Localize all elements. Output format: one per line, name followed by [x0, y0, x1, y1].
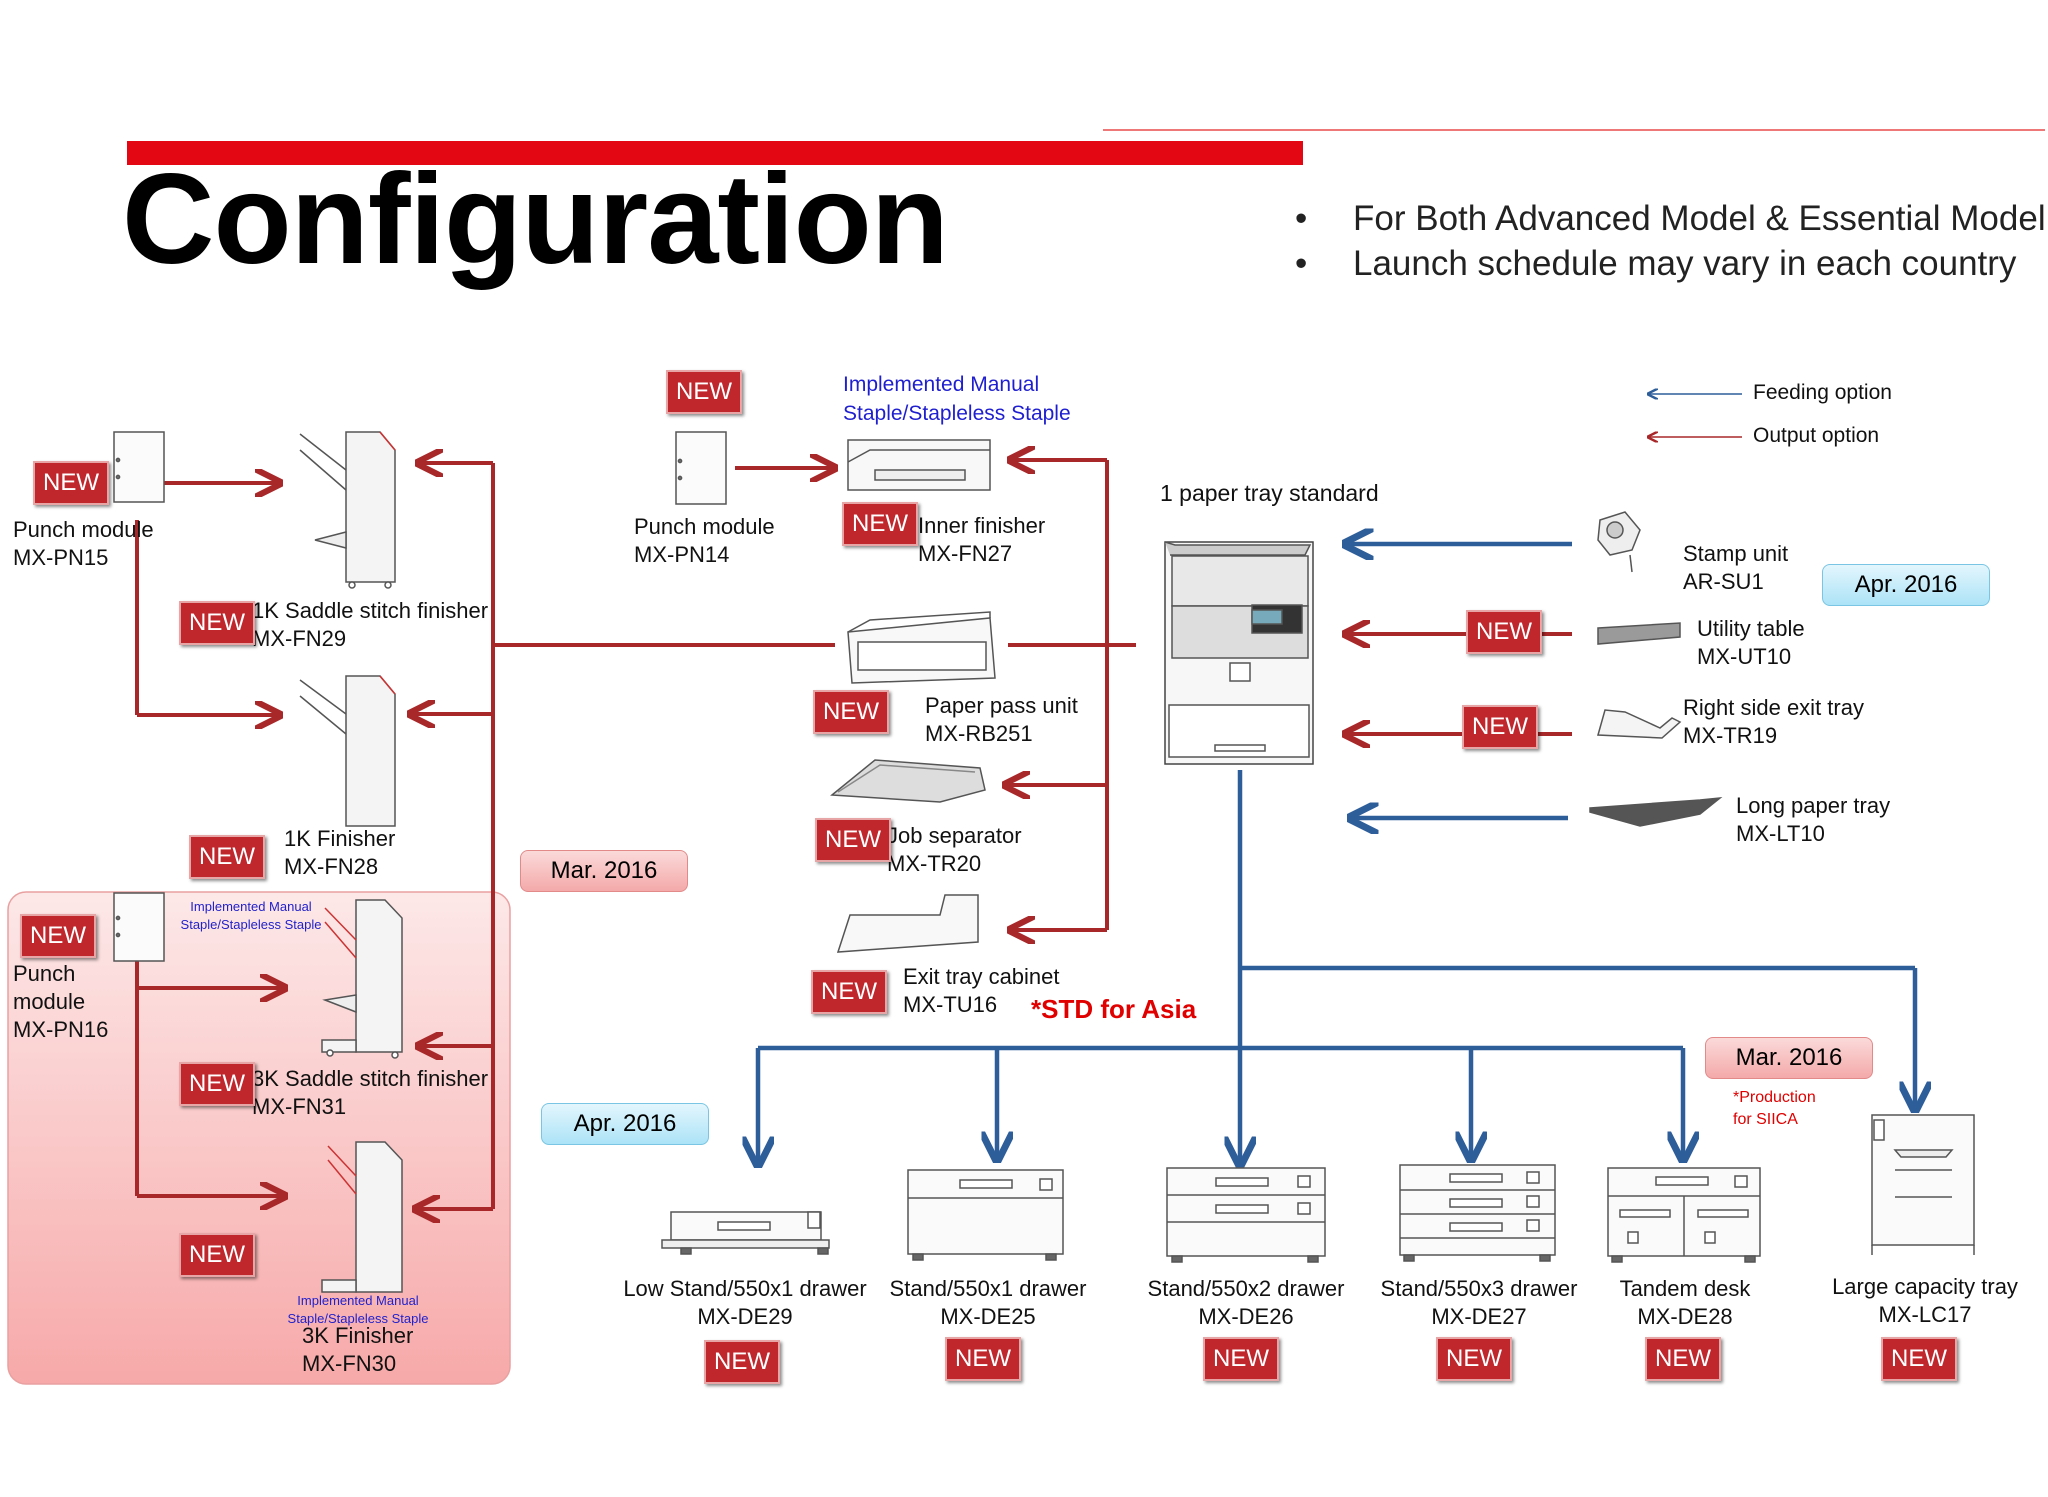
main-mfp-unit-icon — [1164, 541, 1314, 765]
new-badge-fn28: NEW — [189, 835, 265, 879]
finisher-fn30-icon — [321, 1141, 403, 1293]
label-stand-de27: Stand/550x3 drawer MX-DE27 — [1380, 1276, 1578, 1329]
stamp-unit-su1-icon — [1597, 511, 1641, 573]
label-saddle-finisher-fn31: 3K Saddle stitch finisher MX-FN31 — [252, 1066, 489, 1119]
new-badge-de25: NEW — [945, 1337, 1021, 1381]
production-siica-note: *Production for SIICA — [1733, 1089, 1816, 1128]
std-for-asia-note: *STD for Asia — [1031, 994, 1197, 1024]
new-badge-rb251: NEW — [813, 690, 889, 734]
label-stand-de25: Stand/550x1 drawer MX-DE25 — [889, 1276, 1087, 1329]
new-badge-pn16: NEW — [20, 914, 96, 958]
new-badge-fn27: NEW — [842, 502, 918, 546]
legend-output-option: Output option — [1753, 424, 1880, 447]
punch-module-pn14-icon — [675, 431, 727, 505]
exit-tray-cabinet-tu16-icon — [836, 894, 979, 953]
saddle-finisher-fn29-icon — [299, 431, 396, 589]
right-exit-tray-tr19-icon — [1597, 709, 1682, 739]
punch-module-pn16-icon — [113, 892, 165, 962]
callout-mar-2016-lct: Mar. 2016 — [1705, 1037, 1873, 1079]
punch-module-pn15-icon — [113, 431, 165, 503]
stand-de27-icon — [1399, 1164, 1556, 1262]
new-badge-de26: NEW — [1203, 1337, 1279, 1381]
tandem-desk-de28-icon — [1607, 1167, 1761, 1263]
label-inner-finisher-fn27: Inner finisher MX-FN27 — [918, 513, 1046, 566]
bullet-item: •Launch schedule may vary in each countr… — [1295, 244, 2017, 283]
utility-table-ut10-icon — [1597, 622, 1681, 645]
new-badge-ut10: NEW — [1466, 610, 1542, 654]
low-stand-de29-icon — [661, 1211, 830, 1255]
stand-de26-icon — [1166, 1167, 1326, 1263]
title-rule-thin — [1103, 129, 2045, 131]
label-punch-module-pn14: Punch module MX-PN14 — [634, 514, 775, 567]
large-capacity-tray-lc17-icon — [1871, 1114, 1975, 1255]
new-badge-fn31: NEW — [179, 1062, 255, 1106]
callout-apr-2016-utility-table: Apr. 2016 — [1822, 564, 1990, 606]
paper-pass-unit-rb251-icon — [847, 611, 996, 684]
manual-staple-note-fn30: Implemented Manual Staple/Stapleless Sta… — [287, 1293, 429, 1326]
finisher-fn28-icon — [299, 675, 396, 827]
main-unit-label: 1 paper tray standard — [1160, 480, 1379, 506]
long-paper-tray-lt10-icon — [1589, 797, 1723, 827]
new-badge-pn15: NEW — [33, 461, 109, 505]
page-title: Configuration — [122, 148, 949, 291]
new-badge-de29: NEW — [704, 1340, 780, 1384]
label-job-separator-tr20: Job separator MX-TR20 — [887, 823, 1022, 876]
label-finisher-fn30: 3K Finisher MX-FN30 — [302, 1323, 414, 1376]
legend-lines — [1648, 394, 1742, 437]
label-low-stand-de29: Low Stand/550x1 drawer MX-DE29 — [623, 1276, 867, 1329]
inner-finisher-fn27-icon — [847, 439, 991, 491]
label-long-paper-tray-lt10: Long paper tray MX-LT10 — [1736, 793, 1891, 846]
label-finisher-fn28: 1K Finisher MX-FN28 — [284, 826, 396, 879]
label-stamp-unit-su1: Stamp unit AR-SU1 — [1683, 541, 1789, 594]
new-badge-fn29: NEW — [179, 601, 255, 645]
label-tandem-desk-de28: Tandem desk MX-DE28 — [1619, 1276, 1751, 1329]
stand-de25-icon — [907, 1169, 1064, 1261]
new-badge-tr19: NEW — [1462, 705, 1538, 749]
new-badge-de28: NEW — [1645, 1337, 1721, 1381]
legend-feeding-option: Feeding option — [1753, 381, 1892, 404]
label-paper-pass-unit-rb251: Paper pass unit MX-RB251 — [925, 693, 1078, 746]
label-stand-de26: Stand/550x2 drawer MX-DE26 — [1147, 1276, 1345, 1329]
label-punch-module-pn15: Punch module MX-PN15 — [13, 517, 154, 570]
new-badge-lc17: NEW — [1881, 1337, 1957, 1381]
label-large-capacity-tray-lc17: Large capacity tray MX-LC17 — [1832, 1274, 2018, 1327]
new-badge-pn14: NEW — [666, 370, 742, 414]
device-icons — [113, 431, 1975, 1293]
new-badge-tu16: NEW — [811, 970, 887, 1014]
label-utility-table-ut10: Utility table MX-UT10 — [1697, 616, 1805, 669]
feeding-connectors — [758, 544, 1915, 1165]
new-badge-tr20: NEW — [815, 818, 891, 862]
manual-staple-note-fn31: Implemented Manual Staple/Stapleless Sta… — [180, 899, 322, 932]
saddle-finisher-fn31-icon — [321, 899, 403, 1059]
label-right-exit-tray-tr19: Right side exit tray MX-TR19 — [1683, 695, 1864, 748]
job-separator-tr20-icon — [830, 759, 986, 803]
bullet-item: •For Both Advanced Model & Essential Mod… — [1295, 199, 2046, 238]
manual-staple-note: Implemented Manual Staple/Stapleless Sta… — [843, 373, 1071, 425]
callout-mar-2016-finishers: Mar. 2016 — [520, 850, 688, 892]
new-badge-de27: NEW — [1436, 1337, 1512, 1381]
label-punch-module-pn16: Punch module MX-PN16 — [13, 961, 109, 1042]
new-badge-fn30: NEW — [179, 1233, 255, 1277]
label-saddle-finisher-fn29: 1K Saddle stitch finisher MX-FN29 — [252, 598, 489, 651]
title-bar-red — [127, 141, 1303, 165]
header-bullets: •For Both Advanced Model & Essential Mod… — [1295, 196, 2046, 286]
callout-apr-2016-low-stand: Apr. 2016 — [541, 1103, 709, 1145]
label-exit-tray-cabinet-tu16: Exit tray cabinet MX-TU16 — [903, 964, 1060, 1017]
